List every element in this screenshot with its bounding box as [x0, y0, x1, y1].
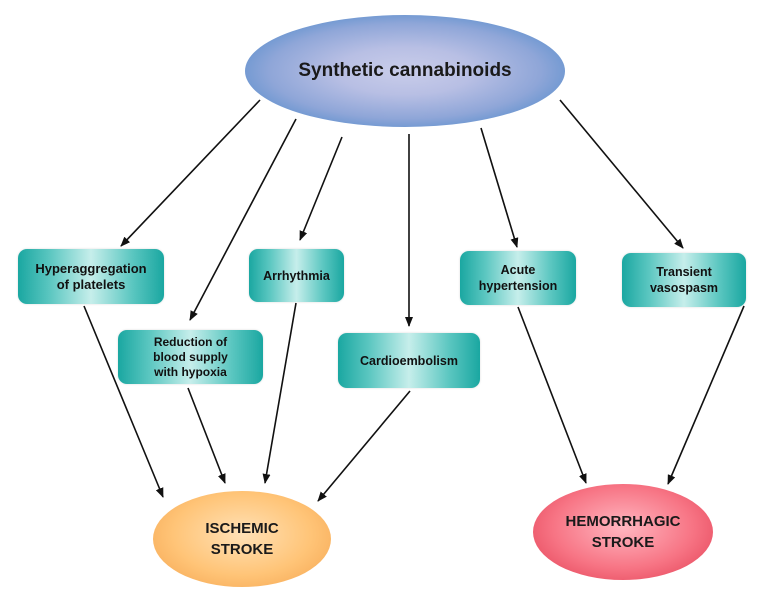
- hyperaggregation-box: Hyperaggregation of platelets: [18, 249, 164, 304]
- arrow-vasospasm-to-hemorrhagic: [667, 305, 745, 485]
- arrow-acute-hypertension-to-hemorrhagic: [517, 306, 587, 484]
- ischemic-stroke-node: ISCHEMIC STROKE: [153, 491, 331, 587]
- arrow-cardioembolism-to-ischemic: [317, 390, 411, 502]
- hemorrhagic-stroke-node: HEMORRHAGIC STROKE: [533, 484, 713, 580]
- transient-vasospasm-box: Transient vasospasm: [622, 253, 746, 307]
- reduction-blood-supply-box: Reduction of blood supply with hypoxia: [118, 330, 263, 384]
- arrow-source-to-hyperaggregation: [120, 99, 261, 247]
- hemorrhagic-stroke-label: HEMORRHAGIC STROKE: [565, 513, 681, 551]
- acute-hypertension-box: Acute hypertension: [460, 251, 576, 305]
- synthetic-cannabinoids-node: Synthetic cannabinoids: [245, 15, 565, 127]
- reduction-blood-supply-label: Reduction of blood supply with hypoxia: [153, 334, 228, 379]
- arrhythmia-label: Arrhythmia: [263, 268, 330, 283]
- synthetic-cannabinoids-label: Synthetic cannabinoids: [298, 60, 512, 81]
- transient-vasospasm-label: Transient vasospasm: [649, 265, 719, 295]
- acute-hypertension-label: Acute hypertension: [478, 263, 558, 293]
- arrow-hyperaggregation-to-ischemic: [83, 305, 164, 498]
- arrow-arrhythmia-to-ischemic: [262, 302, 297, 484]
- cardioembolism-label: Cardioembolism: [360, 353, 458, 368]
- arrow-source-to-transient-vasospasm: [559, 99, 684, 249]
- arrow-source-to-reduction: [189, 118, 297, 321]
- arrow-source-to-acute-hypertension: [480, 127, 519, 248]
- ischemic-stroke-label: ISCHEMIC STROKE: [205, 520, 279, 558]
- arrow-reduction-to-ischemic: [187, 387, 226, 484]
- hyperaggregation-label: Hyperaggregation of platelets: [35, 260, 147, 292]
- arrhythmia-box: Arrhythmia: [249, 249, 344, 302]
- cardioembolism-box: Cardioembolism: [338, 333, 480, 388]
- arrow-source-to-arrhythmia: [299, 136, 343, 241]
